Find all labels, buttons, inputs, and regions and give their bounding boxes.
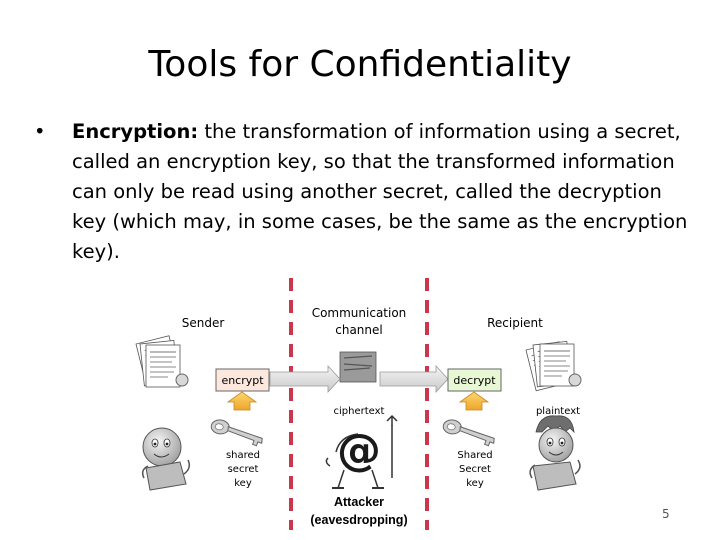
shared-key-right-line1: Shared <box>457 450 492 461</box>
sender-person-laptop-icon <box>143 428 190 490</box>
shared-key-right-line3: key <box>466 478 484 489</box>
ciphertext-label: ciphertext <box>334 406 385 417</box>
flow-arrow-left <box>270 366 340 392</box>
svg-text:@: @ <box>337 425 381 476</box>
recipient-label: Recipient <box>487 316 543 330</box>
recipient-key-icon <box>442 419 496 446</box>
shared-key-left-line3: key <box>234 478 252 489</box>
encrypt-label: encrypt <box>221 374 264 387</box>
sender-label: Sender <box>182 316 225 330</box>
decrypt-label: decrypt <box>453 374 496 387</box>
channel-label-line2: channel <box>335 323 382 337</box>
flow-arrow-right <box>380 366 448 392</box>
page-number: 5 <box>662 507 670 521</box>
encrypt-key-up-arrow-icon <box>228 392 256 410</box>
sender-document-stack-icon <box>136 336 188 387</box>
channel-label-line1: Communication <box>312 306 407 320</box>
shared-key-right-line2: Secret <box>459 464 491 475</box>
ciphertext-document-icon <box>340 352 376 382</box>
sender-key-icon <box>210 419 264 446</box>
decrypt-key-up-arrow-icon <box>460 392 488 410</box>
attacker-label-line1: Attacker <box>334 495 384 509</box>
attacker-at-icon: @ <box>326 416 397 488</box>
attacker-label-line2: (eavesdropping) <box>310 513 407 527</box>
plaintext-label: plaintext <box>536 406 580 417</box>
recipient-document-stack-icon <box>526 341 581 390</box>
shared-key-left-line2: secret <box>228 464 259 475</box>
recipient-person-laptop-icon <box>530 416 580 490</box>
shared-key-left-line1: shared <box>226 450 260 461</box>
